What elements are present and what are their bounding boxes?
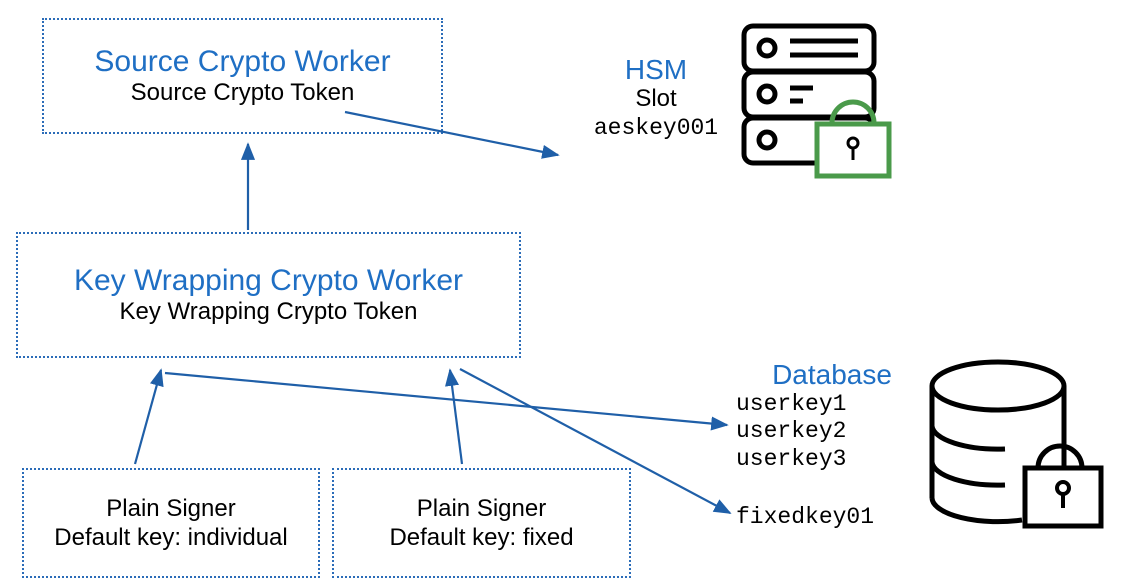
- hsm-server-icon-wrap: [733, 20, 898, 180]
- database-fixed-key: fixedkey01: [736, 503, 875, 530]
- hsm-title: HSM: [624, 54, 688, 85]
- key-wrapping-crypto-token-label: Key Wrapping Crypto Token: [119, 297, 418, 325]
- arrow-plain-signer-fixed-to-key-wrapping: [445, 368, 464, 465]
- database-key-1: userkey1: [736, 390, 847, 417]
- plain-signer-fixed-line2: Default key: fixed: [389, 524, 574, 551]
- database-label-group: Database userkey1 userkey2 userkey3 fixe…: [736, 359, 946, 531]
- plain-signer-individual-line1: Plain Signer: [106, 494, 236, 522]
- hsm-label-group: HSM Slot aeskey001: [556, 54, 756, 142]
- source-crypto-worker-title: Source Crypto Worker: [94, 45, 391, 79]
- box-source-crypto-worker: Source Crypto Worker Source Crypto Token: [42, 18, 443, 134]
- database-icon-wrap: [925, 358, 1115, 558]
- source-crypto-token-label: Source Crypto Token: [130, 78, 355, 106]
- hsm-key-name: aeskey001: [593, 114, 719, 141]
- box-plain-signer-fixed: Plain Signer Default key: fixed: [332, 468, 631, 578]
- key-wrapping-crypto-worker-title: Key Wrapping Crypto Worker: [73, 264, 464, 298]
- database-cylinder-icon: [929, 359, 1104, 529]
- server-rack-icon: [741, 23, 892, 179]
- arrow-plain-signer-individual-to-key-wrapping: [133, 368, 164, 465]
- black-padlock-icon: [1022, 443, 1104, 529]
- plain-signer-individual-line2: Default key: individual: [54, 524, 288, 551]
- plain-signer-fixed-line1: Plain Signer: [416, 494, 547, 522]
- box-plain-signer-individual: Plain Signer Default key: individual: [22, 468, 320, 578]
- database-key-2: userkey2: [736, 418, 847, 445]
- database-key-3: userkey3: [736, 445, 847, 472]
- green-padlock-icon: [814, 99, 892, 179]
- hsm-slot-label: Slot: [635, 84, 677, 112]
- arrow-key-wrapping-to-userkey2: [164, 371, 729, 431]
- box-key-wrapping-crypto-worker: Key Wrapping Crypto Worker Key Wrapping …: [16, 232, 521, 358]
- database-title: Database: [772, 359, 892, 390]
